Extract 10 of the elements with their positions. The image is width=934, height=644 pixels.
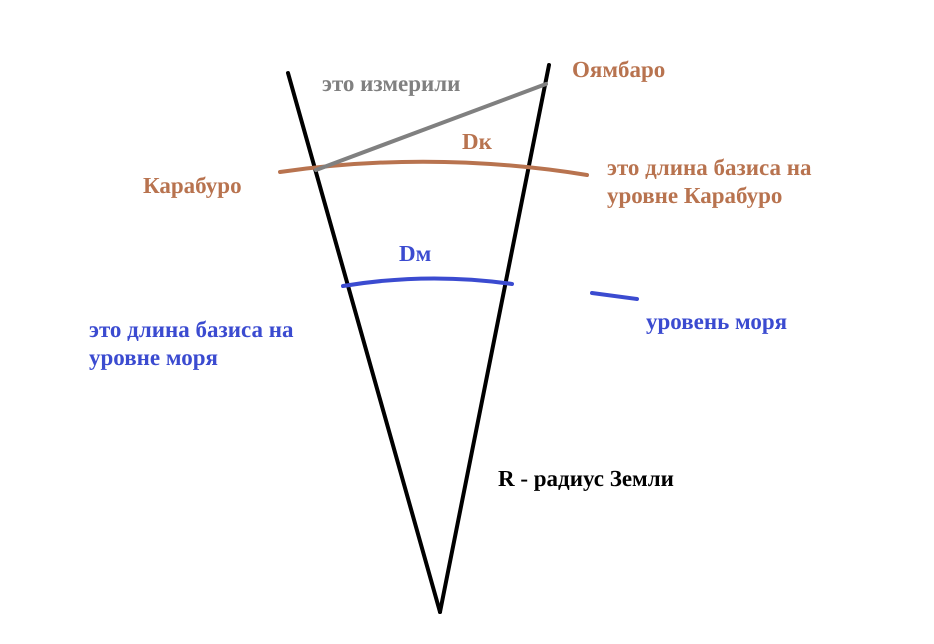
place-name: Оямбаро xyxy=(546,56,666,84)
arc-label: Dм xyxy=(399,240,432,268)
note-text: R - радиус Земли xyxy=(498,465,675,493)
measured-line xyxy=(314,82,548,172)
note-text: это длина базиса на уровне моря xyxy=(89,316,294,372)
edge-label: это измерили xyxy=(322,70,460,98)
note-text: уровень моря xyxy=(646,308,788,336)
place-name: Карабуро xyxy=(143,172,288,200)
arc-label: Dк xyxy=(462,128,493,156)
note-text: это длина базиса на уровне Карабуро xyxy=(607,154,812,210)
